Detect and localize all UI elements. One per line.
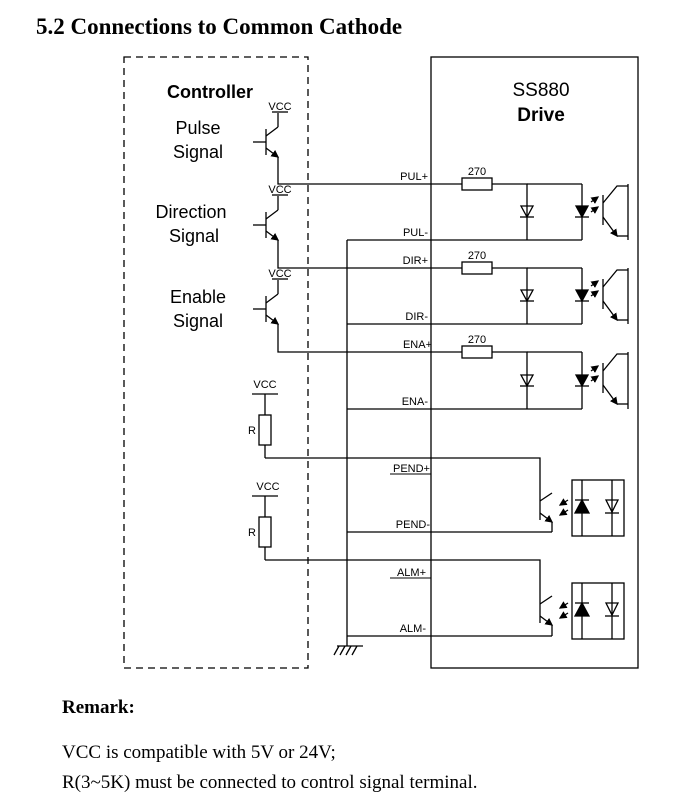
pulse-signal-label-1: Pulse (175, 118, 220, 138)
pul-optocoupler (461, 177, 629, 241)
pulse-signal-label-2: Signal (173, 142, 223, 162)
remark-line-2: R(3~5K) must be connected to control sig… (62, 772, 478, 793)
dir-optocoupler (461, 261, 629, 325)
page-title: 5.2 Connections to Common Cathode (36, 14, 403, 39)
terminal-pul-minus: PUL- (403, 227, 428, 239)
terminal-ena-plus: ENA+ (403, 339, 432, 351)
vcc-label-direction: VCC (268, 184, 291, 196)
direction-signal-label-2: Signal (169, 226, 219, 246)
pulse-transistor (253, 111, 288, 158)
alm-optocoupler (539, 582, 625, 640)
terminal-pend-minus: PEND- (396, 519, 431, 531)
terminal-dir-minus: DIR- (405, 311, 428, 323)
pend-pullup (252, 393, 541, 495)
enable-signal-label-1: Enable (170, 287, 226, 307)
wiring-diagram: Controller SS880 Drive Pulse Signal Dire… (123, 56, 639, 669)
direction-transistor (253, 194, 288, 241)
resistor-value-ena: 270 (468, 334, 486, 346)
direction-signal-label-1: Direction (155, 202, 226, 222)
terminal-alm-plus: ALM+ (397, 567, 426, 579)
vcc-label-alm: VCC (256, 481, 279, 493)
resistor-label-pend: R (248, 425, 256, 437)
vcc-label-enable: VCC (268, 268, 291, 280)
controller-label: Controller (167, 82, 253, 102)
terminal-pul-plus: PUL+ (400, 171, 428, 183)
ena-optocoupler (461, 345, 629, 410)
drive-box (430, 56, 639, 669)
terminal-dir-plus: DIR+ (403, 255, 428, 267)
enable-signal-label-2: Signal (173, 311, 223, 331)
vcc-label-pend: VCC (253, 379, 276, 391)
remark-line-1: VCC is compatible with 5V or 24V; (62, 742, 336, 763)
resistor-value-dir: 270 (468, 250, 486, 262)
alm-pullup (252, 495, 541, 598)
vcc-label-pulse: VCC (268, 101, 291, 113)
resistor-value-pul: 270 (468, 166, 486, 178)
drive-model-label: SS880 (512, 80, 569, 101)
terminal-pend-plus: PEND+ (393, 463, 430, 475)
pend-optocoupler (539, 479, 625, 537)
terminal-ena-minus: ENA- (402, 396, 429, 408)
drive-label: Drive (517, 105, 565, 126)
enable-transistor (253, 278, 288, 325)
controller-box (123, 56, 309, 669)
remark-heading: Remark: (62, 697, 135, 718)
resistor-label-alm: R (248, 527, 256, 539)
terminal-alm-minus: ALM- (400, 623, 427, 635)
